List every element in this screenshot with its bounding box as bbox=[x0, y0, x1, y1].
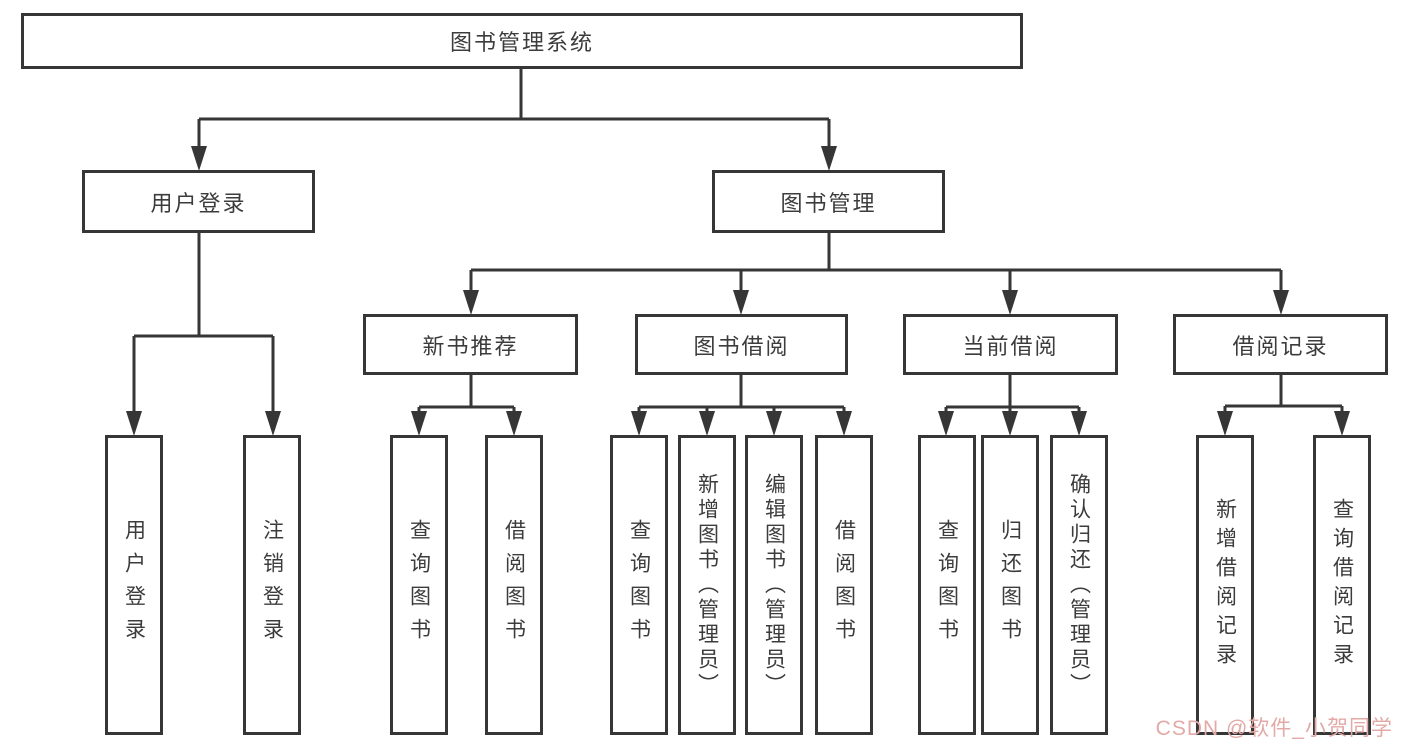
leaf-query-books-borrow: 查询图书 bbox=[610, 435, 668, 735]
leaf-label: 注销登录 bbox=[260, 519, 284, 651]
leaf-logout: 注销登录 bbox=[243, 435, 301, 735]
leaf-label: 借阅图书 bbox=[502, 519, 526, 651]
leaf-label: 查询借阅记录 bbox=[1330, 498, 1354, 672]
leaf-label: 用户登录 bbox=[122, 519, 146, 651]
leaf-confirm-return-admin: 确认归还（管理员） bbox=[1050, 435, 1108, 735]
leaf-label: 查询图书 bbox=[935, 519, 959, 651]
node-book-management: 图书管理 bbox=[712, 170, 945, 233]
node-label: 用户登录 bbox=[150, 190, 247, 216]
node-borrow-records: 借阅记录 bbox=[1173, 314, 1388, 375]
node-user-login: 用户登录 bbox=[82, 170, 315, 233]
arrowheads bbox=[126, 146, 1350, 436]
leaf-query-books-recommend: 查询图书 bbox=[390, 435, 448, 735]
node-label: 图书管理系统 bbox=[449, 30, 594, 55]
csdn-watermark: CSDN @软件_小贺同学 bbox=[1155, 717, 1393, 740]
leaf-query-books-current: 查询图书 bbox=[918, 435, 976, 735]
leaf-label: 新增图书（管理员） bbox=[695, 472, 719, 698]
leaf-label: 归还图书 bbox=[998, 519, 1022, 651]
leaf-label: 查询图书 bbox=[627, 519, 651, 651]
leaf-query-borrow-record: 查询借阅记录 bbox=[1313, 435, 1371, 735]
node-current-borrow: 当前借阅 bbox=[903, 314, 1118, 375]
node-label: 当前借阅 bbox=[962, 333, 1059, 359]
leaf-user-login: 用户登录 bbox=[105, 435, 163, 735]
leaf-label: 编辑图书（管理员） bbox=[762, 472, 786, 698]
node-book-borrow: 图书借阅 bbox=[635, 314, 848, 375]
leaf-label: 确认归还（管理员） bbox=[1067, 472, 1091, 698]
leaf-edit-book-admin: 编辑图书（管理员） bbox=[745, 435, 803, 735]
node-label: 图书管理 bbox=[780, 190, 877, 216]
leaf-add-borrow-record: 新增借阅记录 bbox=[1196, 435, 1254, 735]
leaf-add-book-admin: 新增图书（管理员） bbox=[678, 435, 736, 735]
node-library-management-system: 图书管理系统 bbox=[21, 13, 1023, 69]
leaf-return-book: 归还图书 bbox=[981, 435, 1039, 735]
leaf-label: 查询图书 bbox=[407, 519, 431, 651]
leaf-borrow-book: 借阅图书 bbox=[815, 435, 873, 735]
leaf-label: 借阅图书 bbox=[832, 519, 856, 651]
leaf-borrow-books-recommend: 借阅图书 bbox=[485, 435, 543, 735]
node-label: 新书推荐 bbox=[422, 333, 519, 359]
node-label: 借阅记录 bbox=[1232, 333, 1329, 359]
leaf-label: 新增借阅记录 bbox=[1213, 498, 1237, 672]
node-label: 图书借阅 bbox=[693, 333, 790, 359]
node-new-book-recommend: 新书推荐 bbox=[363, 314, 578, 375]
